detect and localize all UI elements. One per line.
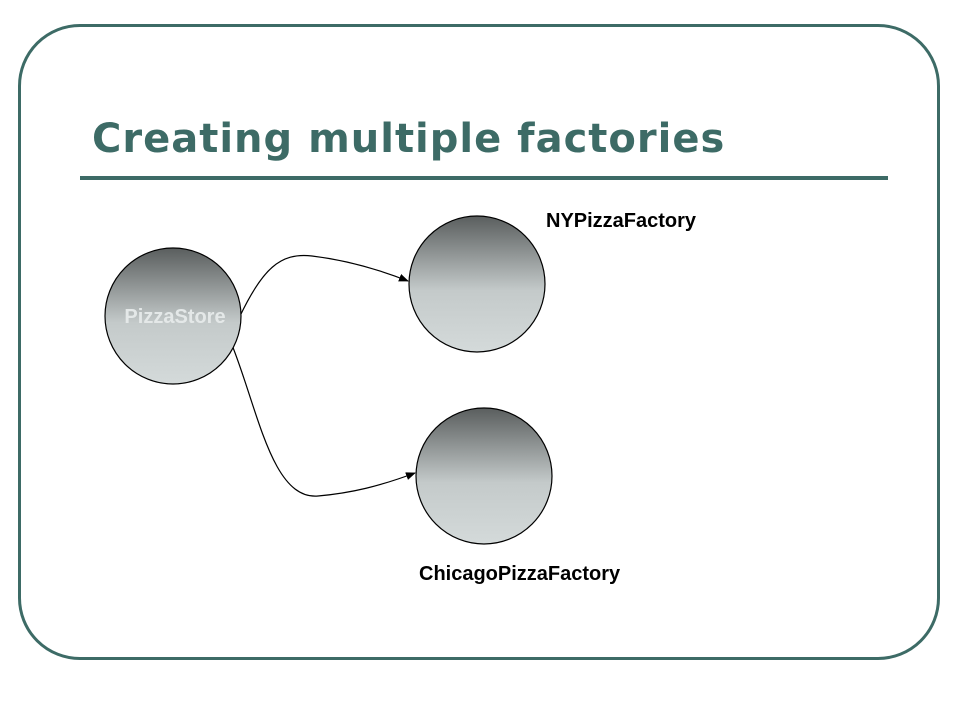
node-pizzastore-circle xyxy=(104,247,242,385)
slide-title: Creating multiple factories xyxy=(92,116,726,162)
title-underline xyxy=(80,176,888,180)
node-chicagopizzafactory: ChicagoPizzaFactory xyxy=(415,407,621,585)
node-nypizzafactory-label: NYPizzaFactory xyxy=(546,210,697,232)
node-chicagopizzafactory-label: ChicagoPizzaFactory xyxy=(419,563,621,585)
edge-pizzastore-to-nypizzafactory xyxy=(239,254,409,317)
node-pizzastore-label: PizzaStore xyxy=(124,306,225,328)
edge-pizzastore-to-chicagopizzafactory xyxy=(231,344,416,497)
node-nypizzafactory-circle xyxy=(408,215,546,353)
node-pizzastore: PizzaStore xyxy=(104,247,242,385)
node-chicagopizzafactory-circle xyxy=(415,407,553,545)
slide-frame xyxy=(18,24,940,660)
node-nypizzafactory: NYPizzaFactory xyxy=(408,210,697,353)
